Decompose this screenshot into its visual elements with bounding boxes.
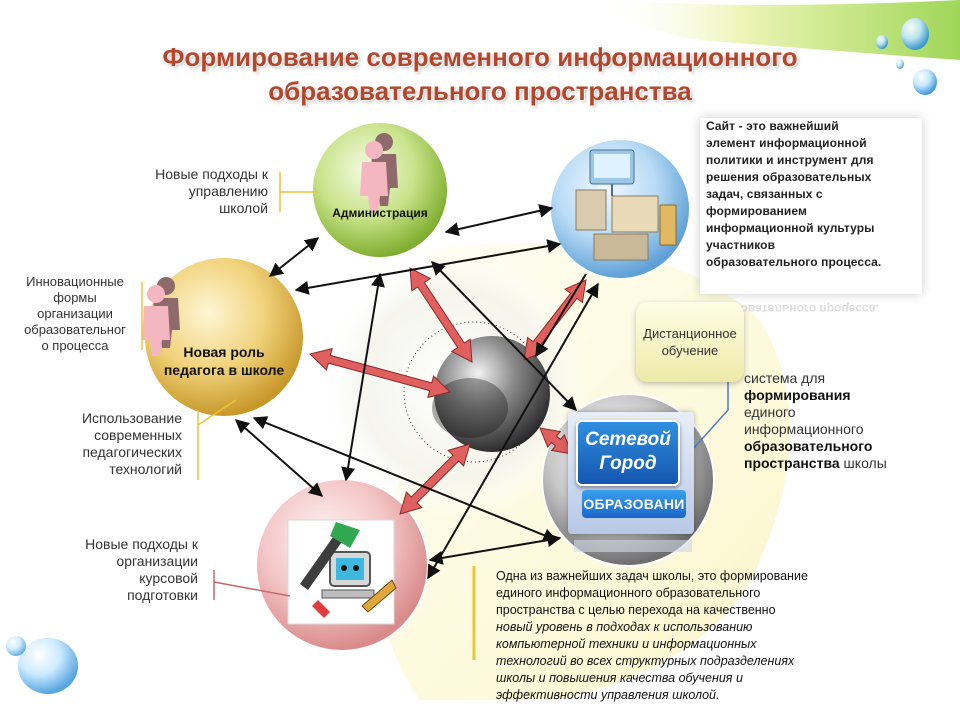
- arrow-admin-teacher: [268, 237, 320, 277]
- innovative-note: Инновационные формы организации образова…: [10, 274, 140, 354]
- teacher-label-line-2: педагога в школе: [163, 362, 285, 378]
- site-info-line: формированием: [706, 204, 807, 218]
- arrow-teacher-site: [294, 239, 562, 295]
- teacher-label-line-1: Новая роль: [183, 344, 265, 360]
- management-note: Новые подходы к управлению школой: [120, 166, 268, 217]
- teacher-label: Новая роль педагога в школе: [154, 343, 294, 379]
- teacher-figure-icon: [142, 277, 180, 356]
- distance-learning-line-2: обучение: [661, 343, 719, 358]
- network-note-line: информационного: [744, 421, 864, 437]
- site-info-box: Сайт - это важнейший элемент информацион…: [700, 118, 922, 294]
- arrow-site-courses: [427, 282, 599, 580]
- site-info-line: политики и инструмент для: [706, 153, 874, 167]
- technologies-note: Использование современных педагогических…: [40, 410, 182, 478]
- courses-note-bracket: [213, 570, 291, 600]
- arrow-teacher-courses: [234, 419, 324, 497]
- network-city-logo: Сетевой Город ОБРАЗОВАНИ: [568, 412, 694, 534]
- black-arrows: [234, 203, 599, 580]
- courses-note-line: организации: [116, 553, 198, 569]
- management-note-line: Новые подходы к: [155, 166, 268, 182]
- network-note-line: единого: [744, 404, 796, 420]
- management-note-line: управлению: [188, 183, 268, 199]
- innovative-note-line: о процесса: [41, 338, 109, 353]
- innovative-note-line: образовательног: [24, 322, 126, 337]
- water-drop-decoration: [6, 18, 937, 694]
- network-note-bold: пространства: [744, 455, 840, 471]
- distance-learning-box: Дистанционное обучение: [636, 302, 744, 382]
- site-info-line: решения образовательных: [706, 170, 872, 184]
- title-line-2: образовательного пространства: [268, 76, 692, 106]
- courses-note: Новые подходы к организации курсовой под…: [50, 536, 198, 604]
- bottom-description-line: эффективности управления школой.: [496, 688, 720, 702]
- site-info-line: Сайт - это важнейший: [706, 119, 839, 133]
- management-note-bracket: [279, 172, 318, 212]
- logo-title-block: Сетевой Город: [576, 420, 680, 486]
- page-title: Формирование современного информационног…: [60, 40, 900, 108]
- network-note-line: образовательного: [744, 438, 944, 455]
- network-note-line: система для: [744, 370, 826, 386]
- bottom-description-line: компьютерной техники и информационных: [496, 637, 757, 651]
- bottom-description-line: единого информационного образовательного: [496, 586, 761, 600]
- administrator-figure-icon: [360, 133, 398, 212]
- courses-note-line: подготовки: [127, 587, 198, 603]
- technologies-note-line: Использование: [81, 410, 182, 426]
- technologies-note-line: педагогических: [82, 444, 182, 460]
- green-swoosh: [600, 0, 960, 60]
- administration-label: Администрация: [332, 206, 428, 220]
- network-note-bracket: [693, 374, 729, 449]
- bottom-description-line: пространства с целью перехода на качеств…: [496, 603, 776, 617]
- logo-line-1: Сетевой: [585, 429, 671, 450]
- network-note-bold: образовательного: [744, 438, 873, 454]
- bottom-description-line: технологий во всех структурных подраздел…: [496, 654, 795, 668]
- network-note-line: формирования: [744, 387, 944, 404]
- logo-card-shadow: [574, 540, 692, 552]
- title-line-1: Формирование современного информационног…: [162, 42, 798, 72]
- site-info-line: информационной культуры: [706, 221, 875, 235]
- arrow-network-courses: [428, 533, 562, 565]
- logo-line-2: Город: [599, 453, 657, 474]
- arrow-site-center: [535, 273, 587, 358]
- network-note-bold: формирования: [744, 387, 851, 403]
- site-info-line: задач, связанных с: [706, 187, 823, 201]
- bottom-description-line: новый уровень в подходах к использованию: [496, 620, 753, 634]
- site-info-line: участников: [706, 238, 776, 252]
- bottom-description-line: школы и повышения качества обучения и: [496, 671, 743, 685]
- distance-learning-line-1: Дистанционное: [643, 326, 737, 341]
- site-info-line: элемент информационной: [706, 136, 867, 150]
- computer-network-illustration: [575, 149, 677, 261]
- network-note-plain: школы: [839, 455, 887, 471]
- innovative-note-line: Инновационные: [26, 274, 124, 289]
- arrow-admin-site: [444, 203, 554, 237]
- innovative-note-line: организации: [37, 306, 113, 321]
- technologies-note-line: современных: [94, 427, 182, 443]
- courses-note-line: Новые подходы к: [85, 536, 198, 552]
- network-note-line: пространства школы: [744, 455, 944, 472]
- logo-line-3: ОБРАЗОВАНИ: [582, 490, 686, 518]
- bottom-description-line: Одна из важнейших задач школы, это форми…: [496, 569, 808, 583]
- network-note: система для формирования единого информа…: [744, 370, 944, 472]
- courses-note-line: курсовой: [139, 570, 198, 586]
- management-note-line: школой: [219, 200, 268, 216]
- site-info-line: образовательного процесса.: [706, 255, 882, 269]
- technologies-note-bracket: [197, 399, 237, 480]
- innovative-note-line: формы: [53, 290, 97, 305]
- technologies-note-line: технологий: [109, 461, 182, 477]
- bottom-description: Одна из важнейших задач школы, это форми…: [496, 568, 876, 704]
